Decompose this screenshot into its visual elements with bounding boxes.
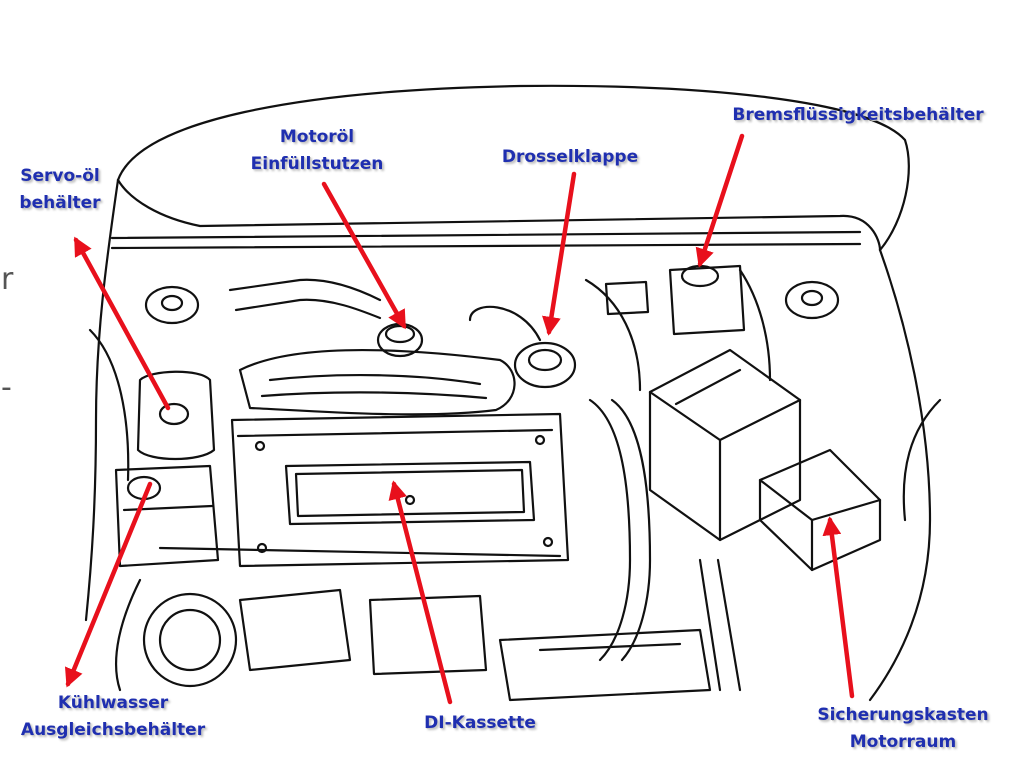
label-line: Ausgleichsbehälter [20,720,206,740]
line-art [84,84,942,702]
label-coolant-expansion-tank: Kühlwasser Ausgleichsbehälter [0,690,226,744]
arrow-kuehl [64,481,153,688]
label-di-cassette: DI-Kassette [400,710,560,737]
arrow-brems [695,133,745,268]
label-line: Drosselklappe [501,147,639,167]
label-line: Servo-öl [20,166,100,186]
callout-arrows [64,133,855,705]
arrow-motoroel [321,181,407,330]
arrow-drossel [542,171,577,336]
label-line: Kühlwasser [57,693,169,713]
arrow-di [388,480,453,705]
label-fuse-box: Sicherungskasten Motorraum [796,702,1010,756]
stray-glyph: r [1,262,14,297]
stray-dash: - [1,370,12,405]
label-line: Sicherungskasten [817,705,989,725]
label-oil-filler: Motoröl Einfüllstutzen [237,124,397,178]
label-line: DI-Kassette [424,713,536,733]
arrow-sicherung [822,516,855,699]
label-line: Bremsflüssigkeitsbehälter [732,105,984,125]
arrow-servo [73,236,171,411]
label-line: behälter [19,193,101,213]
label-throttle-body: Drosselklappe [490,144,650,171]
label-line: Motoröl [279,127,355,147]
label-line: Einfüllstutzen [250,154,384,174]
label-line: Motorraum [849,732,957,752]
label-servo-oil-reservoir: Servo-öl behälter [0,163,120,217]
label-brake-fluid-reservoir: Bremsflüssigkeitsbehälter [712,102,1004,129]
